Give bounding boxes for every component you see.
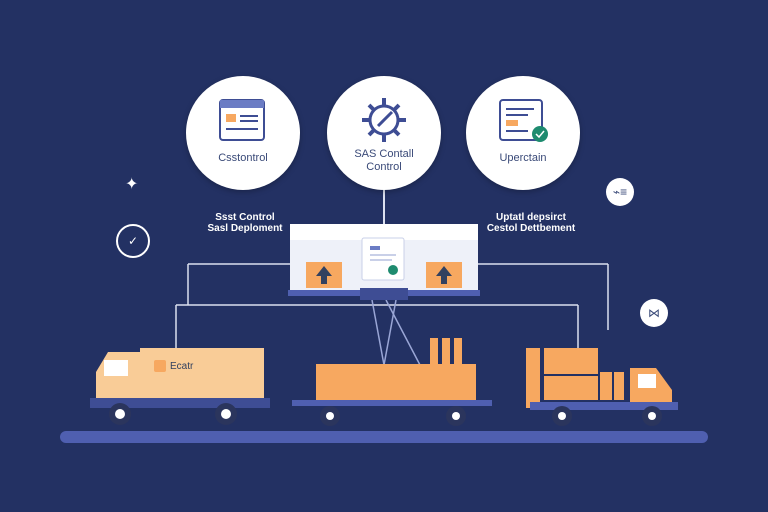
sparkle-icon: ✦ [125, 176, 139, 193]
ground-line [60, 431, 708, 443]
left-truck-label: Ecatr [170, 361, 194, 372]
left-truck [90, 348, 270, 425]
right-truck [526, 348, 678, 426]
node-label: Csstontrol [218, 152, 268, 164]
control-panel [288, 224, 480, 300]
document-icon [219, 99, 265, 141]
left-side-label: Ssst Control Sasl Deploment [207, 212, 283, 234]
checklist-icon [499, 99, 548, 142]
bowtie-icon[interactable]: ⋈ [640, 299, 668, 327]
gear-wrench-icon [362, 98, 406, 142]
node-label: SAS Contall Control [354, 148, 414, 173]
center-flatbed [292, 338, 492, 426]
node-uperctain[interactable]: Uperctain [466, 76, 580, 190]
node-label: Uperctain [499, 152, 547, 164]
right-side-label: Uptatl depsirct Cestol Dettbement [486, 212, 576, 234]
node-csstontrol[interactable]: Csstontrol [186, 76, 300, 190]
check-icon[interactable]: ✓ [116, 224, 150, 258]
node-sas-control[interactable]: SAS Contall Control [327, 76, 441, 190]
right-top-icon[interactable]: ⌁≡ [606, 178, 634, 206]
